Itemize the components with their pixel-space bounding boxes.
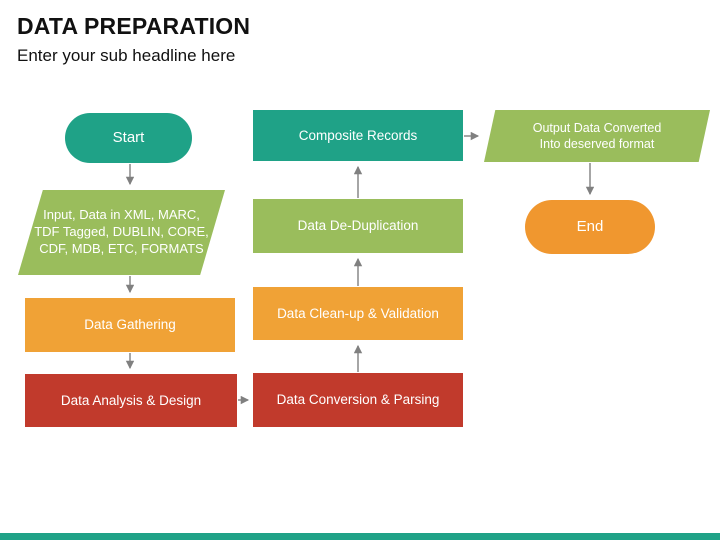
node-data-analysis-design-label: Data Analysis & Design bbox=[60, 392, 202, 408]
node-data-de-duplication-label: Data De-Duplication bbox=[297, 218, 419, 234]
node-data-gathering-label: Data Gathering bbox=[84, 317, 176, 333]
node-data-conversion-parsing-label: Data Conversion & Parsing bbox=[276, 392, 440, 408]
node-data-de-duplication: Data De-Duplication bbox=[253, 199, 463, 253]
node-data-conversion-parsing: Data Conversion & Parsing bbox=[253, 373, 463, 427]
page-subtitle: Enter your sub headline here bbox=[17, 46, 236, 65]
node-end: End bbox=[525, 200, 655, 254]
page-title: DATA PREPARATION bbox=[17, 13, 251, 39]
node-data-cleanup-validation-label: Data Clean-up & Validation bbox=[277, 305, 439, 321]
node-composite-records-label: Composite Records bbox=[298, 127, 418, 143]
node-data-gathering: Data Gathering bbox=[25, 298, 235, 352]
footer-accent-bar bbox=[0, 533, 720, 540]
node-data-analysis-design: Data Analysis & Design bbox=[25, 374, 237, 427]
node-output-converted: Output Data Converted Into deserved form… bbox=[484, 110, 710, 162]
node-input-formats-label: Input, Data in XML, MARC, TDF Tagged, DU… bbox=[34, 207, 209, 256]
node-input-formats: Input, Data in XML, MARC, TDF Tagged, DU… bbox=[18, 190, 225, 275]
node-start: Start bbox=[65, 113, 192, 163]
node-composite-records: Composite Records bbox=[253, 110, 463, 161]
node-data-cleanup-validation: Data Clean-up & Validation bbox=[253, 287, 463, 340]
node-start-label: Start bbox=[112, 129, 145, 147]
node-end-label: End bbox=[576, 218, 604, 236]
node-output-converted-label: Output Data Converted Into deserved form… bbox=[532, 120, 662, 151]
